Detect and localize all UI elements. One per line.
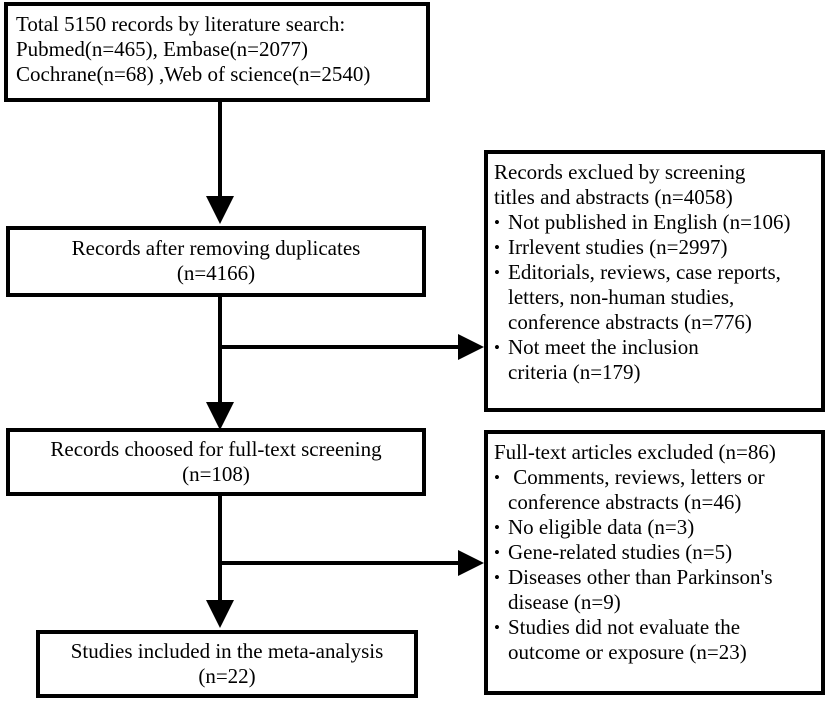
fulltext-line-1: Records choosed for full-text screening bbox=[50, 437, 382, 461]
fulltext-excluded-item-2-line-1: No eligible data (n=3) bbox=[508, 515, 695, 539]
fulltext-screening-box: Records choosed for full-text screening … bbox=[6, 428, 426, 496]
fulltext-excluded-item-2: • No eligible data (n=3) bbox=[494, 515, 815, 540]
bullet-icon: • bbox=[494, 618, 500, 637]
screening-item-1: • Not published in English (n=106) bbox=[494, 210, 815, 235]
fulltext-excluded-item-3: • Gene-related studies (n=5) bbox=[494, 540, 815, 565]
bullet-icon: • bbox=[494, 568, 500, 587]
literature-search-box: Total 5150 records by literature search:… bbox=[4, 2, 430, 102]
arrowhead-screening-exclusions bbox=[458, 334, 484, 360]
fulltext-excluded-item-5-line-1: Studies did not evaluate the bbox=[508, 615, 741, 639]
screening-item-3-line-2: letters, non-human studies, bbox=[508, 285, 735, 309]
bullet-icon: • bbox=[494, 518, 500, 537]
screening-item-4-line-1: Not meet the inclusion bbox=[508, 335, 699, 359]
bullet-icon: • bbox=[494, 238, 500, 257]
arrowhead-included bbox=[206, 600, 234, 628]
fulltext-exclusions-box: Full-text articles excluded (n=86) • Com… bbox=[484, 430, 825, 695]
screening-item-4: • Not meet the inclusion criteria (n=179… bbox=[494, 335, 815, 385]
included-studies-box: Studies included in the meta-analysis (n… bbox=[36, 630, 418, 698]
arrowhead-fulltext bbox=[206, 402, 234, 430]
screening-item-2: • Irrlevent studies (n=2997) bbox=[494, 235, 815, 260]
screening-exclusions-box: Records exclued by screening titles and … bbox=[484, 150, 825, 412]
included-line-2: (n=22) bbox=[198, 664, 256, 688]
search-line-1: Total 5150 records by literature search: bbox=[16, 12, 346, 36]
fulltext-excluded-item-4-line-1: Diseases other than Parkinson's bbox=[508, 565, 773, 589]
fulltext-excluded-item-1-line-2: conference abstracts (n=46) bbox=[508, 490, 742, 514]
bullet-icon: • bbox=[494, 213, 500, 232]
fulltext-excluded-item-5: • Studies did not evaluate the outcome o… bbox=[494, 615, 815, 665]
screening-item-1-line-1: Not published in English (n=106) bbox=[508, 210, 791, 234]
screening-item-2-line-1: Irrlevent studies (n=2997) bbox=[508, 235, 728, 259]
fulltext-excluded-item-1-line-1: Comments, reviews, letters or bbox=[508, 465, 765, 489]
fulltext-excluded-heading: Full-text articles excluded (n=86) bbox=[494, 440, 776, 464]
bullet-icon: • bbox=[494, 468, 500, 487]
arrowhead-fulltext-exclusions bbox=[458, 550, 484, 576]
fulltext-excluded-item-4-line-2: disease (n=9) bbox=[508, 590, 621, 614]
fulltext-excluded-item-3-line-1: Gene-related studies (n=5) bbox=[508, 540, 733, 564]
included-line-1: Studies included in the meta-analysis bbox=[70, 639, 384, 663]
duplicates-line-1: Records after removing duplicates bbox=[71, 236, 361, 260]
fulltext-excluded-item-5-line-2: outcome or exposure (n=23) bbox=[508, 640, 747, 664]
screening-item-4-line-2: criteria (n=179) bbox=[508, 360, 641, 384]
search-line-3: Cochrane(n=68) ,Web of science(n=2540) bbox=[16, 62, 371, 86]
screening-item-3-line-1: Editorials, reviews, case reports, bbox=[508, 260, 781, 284]
screening-heading-line-2: titles and abstracts (n=4058) bbox=[494, 185, 733, 209]
arrowhead-duplicates bbox=[206, 196, 234, 224]
screening-item-3-line-3: conference abstracts (n=776) bbox=[508, 310, 752, 334]
duplicates-removed-box: Records after removing duplicates (n=416… bbox=[6, 226, 426, 297]
bullet-icon: • bbox=[494, 338, 500, 357]
fulltext-excluded-item-4: • Diseases other than Parkinson's diseas… bbox=[494, 565, 815, 615]
bullet-icon: • bbox=[494, 263, 500, 282]
fulltext-excluded-item-1: • Comments, reviews, letters or conferen… bbox=[494, 465, 815, 515]
bullet-icon: • bbox=[494, 543, 500, 562]
duplicates-line-2: (n=4166) bbox=[176, 261, 256, 285]
screening-heading-line-1: Records exclued by screening bbox=[494, 160, 746, 184]
fulltext-line-2: (n=108) bbox=[182, 462, 250, 486]
screening-item-3: • Editorials, reviews, case reports, let… bbox=[494, 260, 815, 335]
search-line-2: Pubmed(n=465), Embase(n=2077) bbox=[16, 37, 308, 61]
